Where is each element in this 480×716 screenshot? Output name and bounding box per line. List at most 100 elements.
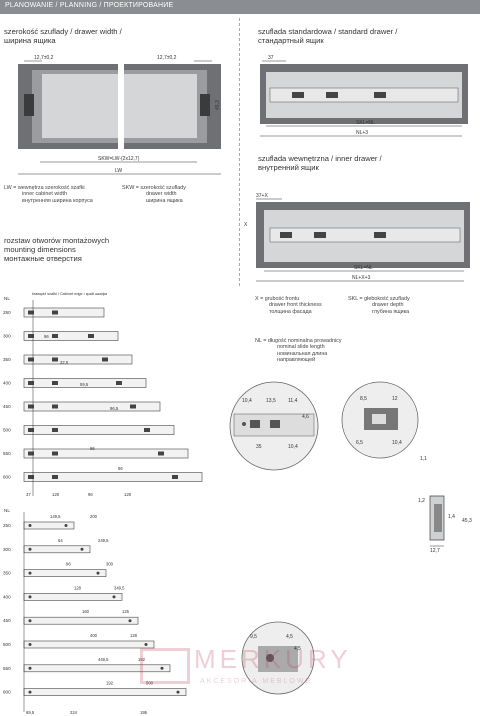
legend-line: NL = długość nominalna prowadnicy — [255, 338, 342, 344]
slide-hole — [28, 595, 32, 599]
slide-bar — [23, 307, 105, 318]
slide-bar — [23, 688, 187, 696]
slide-hole — [28, 524, 32, 527]
chart2-nl-header: NL — [4, 508, 10, 513]
detail-circle-2: 8,5 12 6,5 10,4 — [341, 381, 419, 459]
slide-bar — [23, 448, 189, 459]
dim-label: 249,5 — [98, 538, 109, 543]
detail-profile: 1,1 1,2 1,4 45,3 12,7 — [418, 456, 472, 554]
dim: 4,5 — [286, 634, 293, 640]
slide-hole — [28, 666, 32, 670]
skl-label: SKL=NL — [356, 120, 375, 126]
row-label: 600 — [3, 690, 11, 695]
legend-line: внутренняя ширина корпуса — [22, 197, 93, 204]
lw-label: LW — [115, 168, 122, 174]
detail-circle-1: 10,4 13,5 11,4 4,6 35 10,4 — [229, 381, 319, 471]
chart1-nl-header: NL — [4, 296, 10, 301]
legend-line: SKW = szerokość szuflady — [122, 185, 186, 191]
slide-bar — [23, 545, 91, 554]
slide-hole — [52, 334, 58, 338]
row-label: 400 — [3, 594, 11, 599]
legend-line: направляющей — [277, 356, 316, 363]
dim-label: 200 — [90, 514, 98, 519]
slide-hole — [52, 381, 58, 385]
dim: 10,4 — [288, 444, 298, 450]
dim: 4,5 — [294, 646, 301, 652]
title-line: ширина ящика — [4, 36, 56, 45]
slide-hole — [28, 571, 32, 575]
column-divider — [239, 18, 240, 286]
dim-label: 59,5 — [80, 382, 89, 387]
dim: 35 — [256, 444, 262, 450]
legend-line: номинальная длина — [277, 350, 328, 357]
dim: 1,4 — [448, 514, 455, 520]
mounting-title: rozstaw otworów montażowych mounting dim… — [4, 236, 109, 263]
dim-label: 96,5 — [110, 406, 119, 411]
detail-circle-3: 9,5 4,5 4,5 — [241, 621, 315, 695]
slide-bar — [23, 616, 139, 625]
slide-bar — [23, 378, 147, 388]
dim-label: 96 — [44, 334, 49, 339]
header-bar: PLANOWANIE / PLANNING / ПРОЕКТИРОВАНИЕ — [0, 0, 480, 14]
dim-label: 300 — [106, 562, 114, 567]
dim: 1,1 — [420, 456, 427, 462]
bottom-dim: 224 — [70, 710, 78, 715]
x-label: X — [244, 222, 248, 228]
title-line: монтажные отверстия — [4, 254, 82, 263]
legend-skw: SKW = szerokość szuflady drawer width ши… — [122, 185, 237, 204]
row-label: 500 — [3, 642, 11, 647]
skw-formula: SKW=LW-(2x12,7) — [98, 156, 140, 162]
standard-drawer-title: szuflada standardowa / standard drawer /… — [258, 27, 397, 45]
dim: 10,4 — [392, 440, 402, 446]
standard-drawer-diagram: 37 SKL=NL NL+3 — [260, 55, 468, 137]
nl-label: NL+X+3 — [352, 275, 371, 281]
slide-hole — [172, 475, 178, 479]
slide-hole — [28, 547, 32, 551]
chart1-diagram: 2503003504004505005506009632,559,596,586… — [3, 300, 203, 497]
dim-label: 149,5 — [50, 514, 61, 519]
dim-height: 45,3 — [215, 100, 221, 110]
row-label: 450 — [3, 404, 11, 409]
slide-hole — [52, 475, 58, 479]
bottom-dim: 37 — [26, 492, 31, 497]
dim-label: 349,5 — [114, 585, 125, 590]
slide-hole — [64, 524, 68, 527]
slide-hole — [112, 595, 116, 599]
dim: 9,5 — [250, 634, 257, 640]
slide-bar — [23, 593, 123, 601]
slide-hole — [28, 334, 34, 338]
slide-hole — [144, 643, 148, 646]
slide-hole — [28, 357, 34, 362]
legend-line: X = grubość frontu — [255, 296, 300, 302]
row-label: 550 — [3, 666, 11, 671]
skl-label: SKL=NL — [354, 265, 373, 271]
slide-bar — [23, 354, 133, 365]
dim: 13,5 — [266, 398, 276, 404]
legend-line: inner cabinet width — [22, 191, 67, 198]
dim-label: 86 — [90, 446, 95, 451]
legend-line: nominal slide length — [277, 344, 325, 351]
row-label: 550 — [3, 451, 11, 456]
dim-right: 12,7±0,2 — [157, 55, 177, 61]
title-line: szuflada standardowa / standard drawer / — [258, 27, 398, 36]
slide-hole — [52, 428, 58, 432]
legend-x: X = grubość frontu drawer front thicknes… — [255, 296, 322, 315]
dim: 10,4 — [242, 398, 252, 404]
title-line: szuflada wewnętrzna / inner drawer / — [258, 154, 382, 163]
chart1-edge-label: krawędź szafki / Cabinet edge / край шка… — [32, 292, 108, 296]
slide-hole — [52, 357, 58, 362]
slide-hole — [28, 404, 34, 409]
slide-hole — [28, 310, 34, 315]
slide-bar — [23, 640, 155, 649]
row-label: 350 — [3, 357, 11, 362]
slide-hole — [52, 451, 58, 456]
row-label: 600 — [3, 475, 11, 480]
dim-label: 192 — [106, 681, 114, 686]
dim: 6,5 — [356, 440, 363, 446]
bottom-dim: 128 — [124, 492, 132, 497]
slide-hole — [28, 451, 34, 456]
dim-37: 37 — [268, 55, 274, 61]
dim-label: 64 — [58, 538, 63, 543]
dim-label: 160 — [82, 609, 90, 614]
watermark-sub: AKCESORIA MEBLOWE — [200, 678, 313, 685]
